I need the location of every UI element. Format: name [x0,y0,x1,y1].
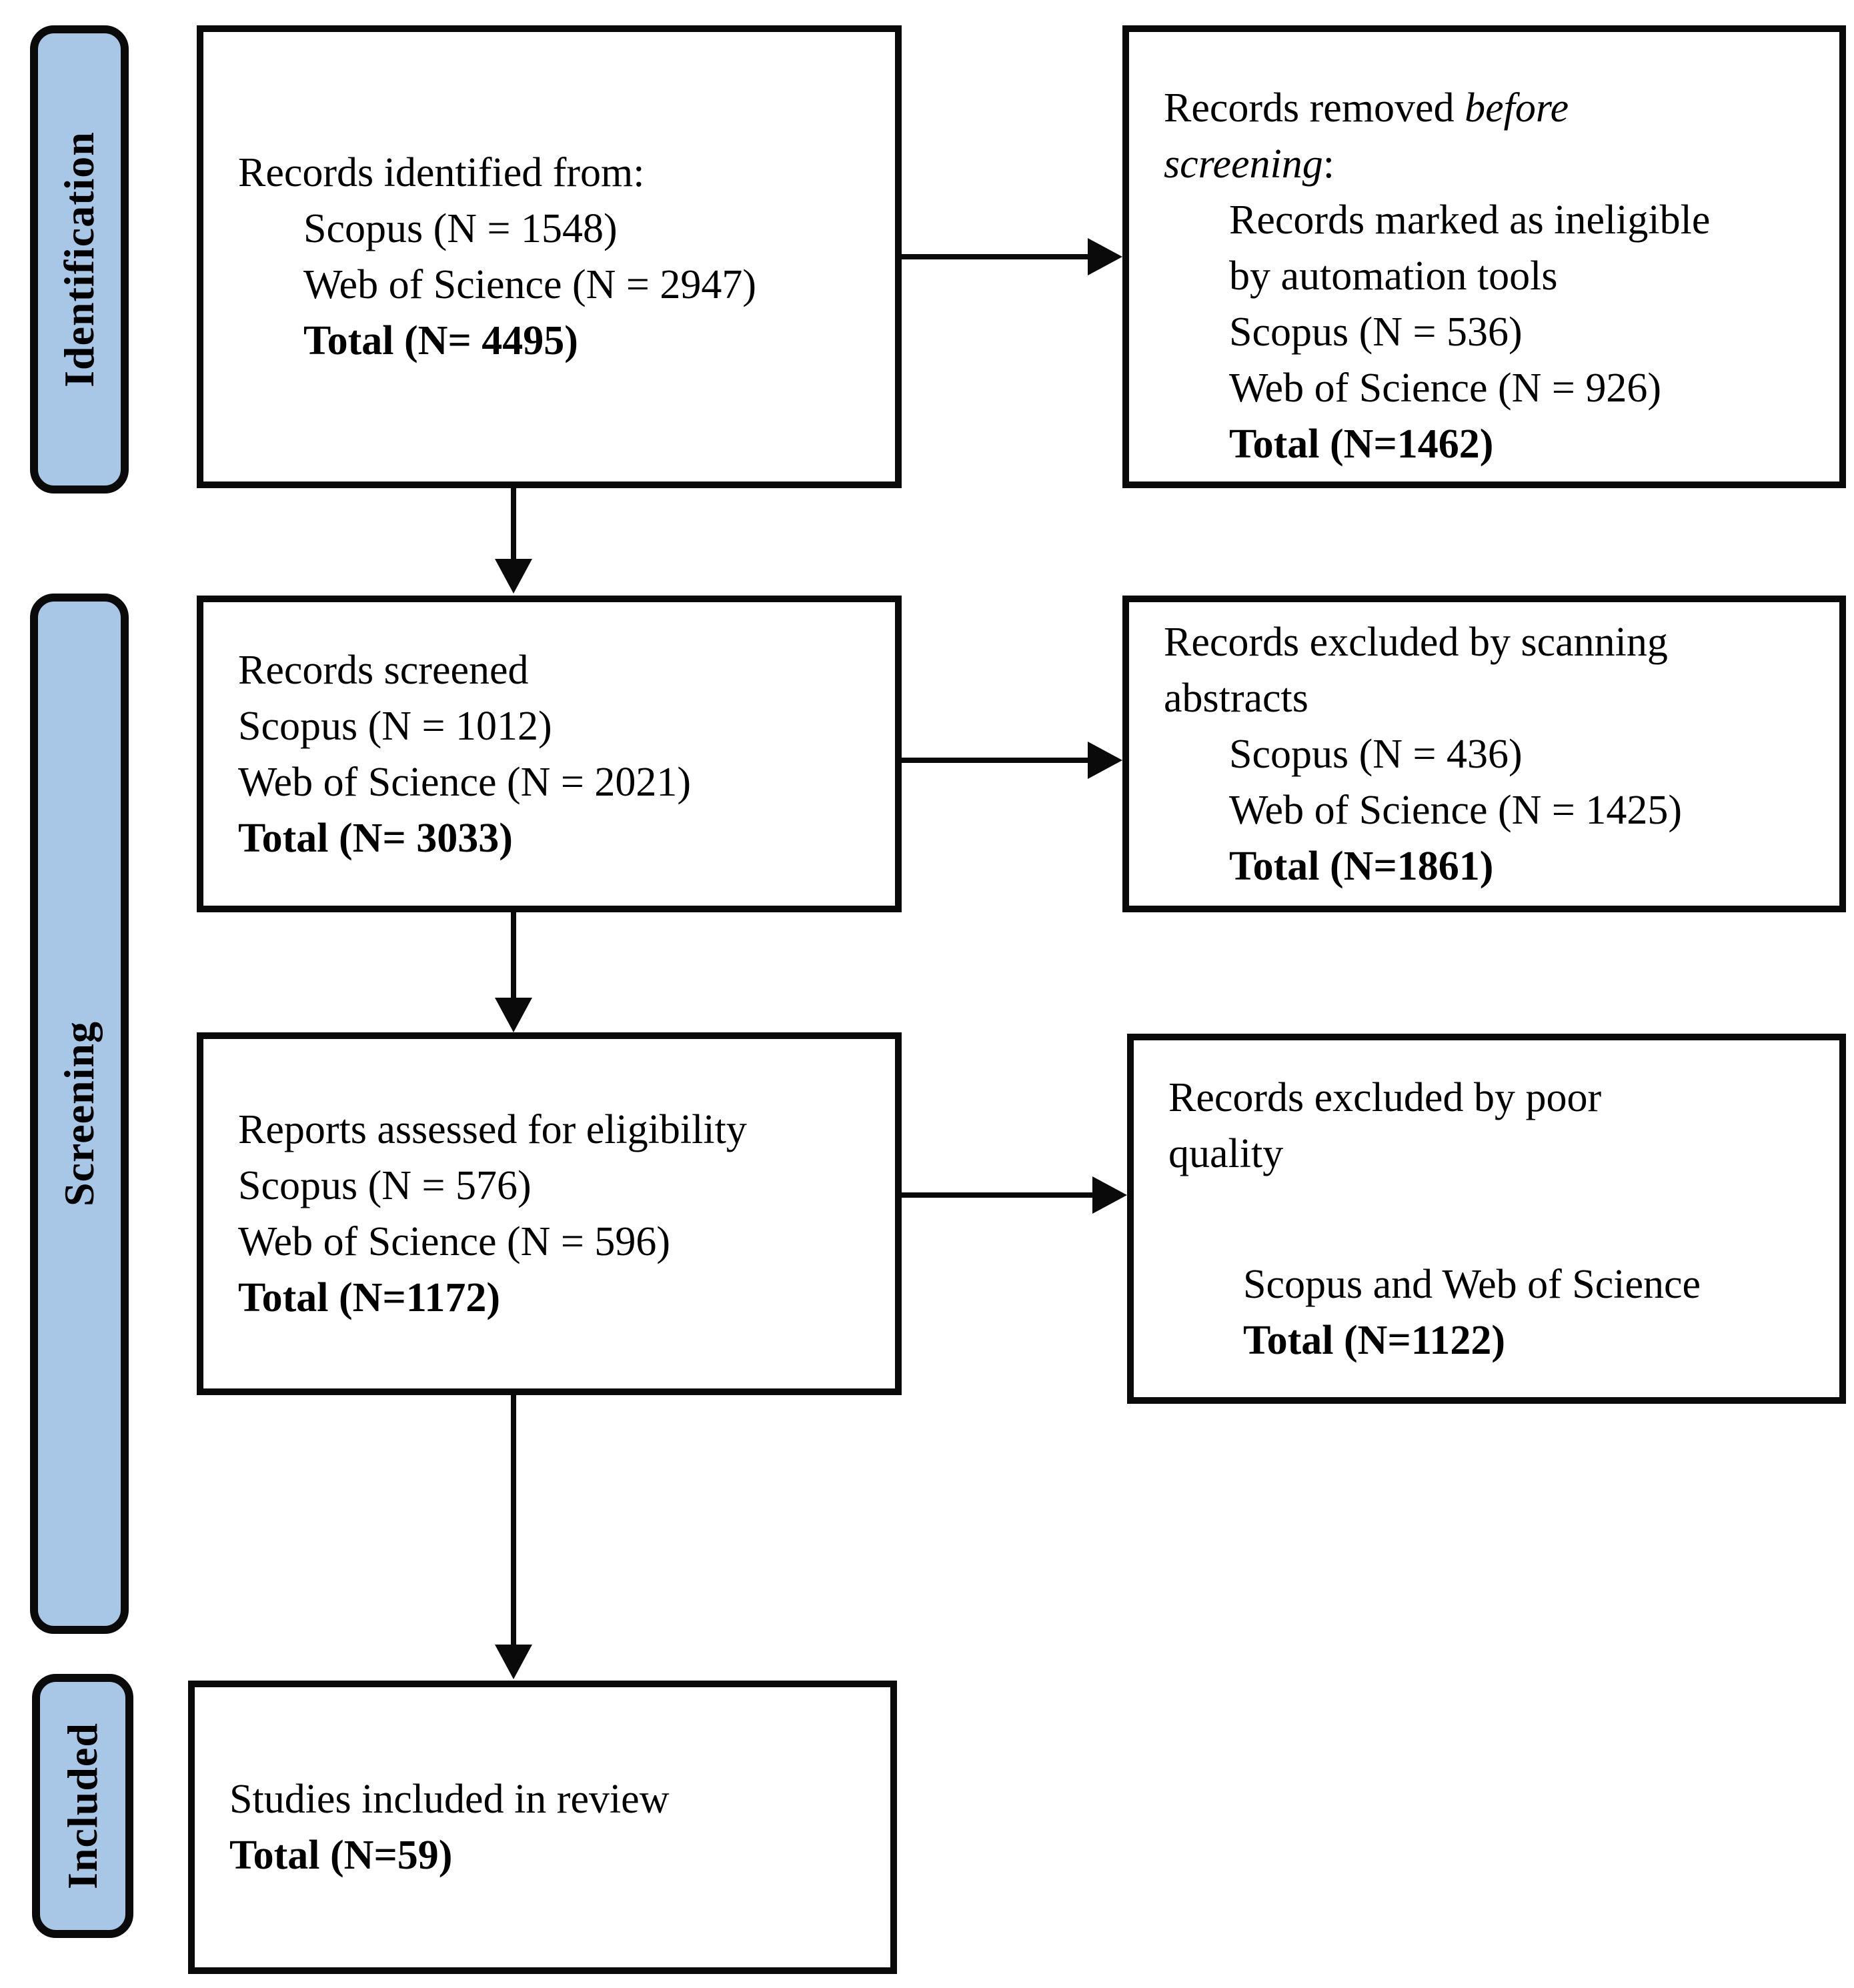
screened-scopus: Scopus (N = 1012) [238,703,552,749]
removed-total: Total (N=1462) [1229,421,1494,467]
arrow-shaft [511,912,516,998]
excluded-quality-total: Total (N=1122) [1243,1317,1506,1363]
removed-wos: Web of Science (N = 926) [1229,365,1662,411]
arrow-head-right-icon [1092,1176,1127,1214]
removed-title-line2: screening: [1164,136,1827,192]
stage-screening-label: Screening [55,1020,103,1207]
excluded-quality-title2: quality [1168,1130,1284,1176]
identified-total: Total (N= 4495) [303,318,578,363]
screened-wos: Web of Science (N = 2021) [238,759,692,805]
stage-identification: Identification [30,25,129,493]
excluded-abstracts-scopus: Scopus (N = 436) [1229,731,1523,777]
arrow-down-identified-to-screened [495,488,532,594]
stage-identification-label: Identification [55,131,103,387]
stage-included: Included [32,1674,133,1938]
box-records-identified: Records identified from: Scopus (N = 154… [197,25,902,488]
removed-scopus: Scopus (N = 536) [1229,309,1523,355]
arrow-right-identified-to-removed [902,238,1122,275]
box-studies-included: Studies included in review Total (N=59) [188,1681,897,1974]
removed-title-colon: : [1322,141,1334,187]
arrow-shaft [511,488,516,559]
included-total: Total (N=59) [229,1833,453,1878]
arrow-head-down-icon [495,559,532,594]
removed-title-italic: before [1465,85,1569,131]
box-excluded-abstracts: Records excluded by scanning abstracts S… [1122,596,1846,912]
identified-wos: Web of Science (N = 2947) [303,262,757,307]
excluded-quality-sources: Scopus and Web of Science [1243,1261,1701,1307]
identified-title: Records identified from: [238,150,645,195]
assessed-wos: Web of Science (N = 596) [238,1219,671,1264]
excluded-abstracts-wos: Web of Science (N = 1425) [1229,787,1683,833]
arrow-right-assessed-to-excluded [902,1176,1127,1214]
excluded-abstracts-title2: abstracts [1164,675,1308,721]
assessed-total: Total (N=1172) [238,1275,501,1320]
arrow-shaft [511,1395,516,1645]
removed-title-italic2: screening [1164,141,1323,187]
arrow-right-screened-to-excluded [902,742,1122,779]
arrow-shaft [902,254,1088,259]
assessed-scopus: Scopus (N = 576) [238,1163,532,1208]
excluded-abstracts-title1: Records excluded by scanning [1164,619,1668,665]
stage-screening: Screening [30,594,129,1634]
removed-reason-line1: Records marked as ineligible [1229,197,1711,243]
arrow-head-right-icon [1088,742,1122,779]
arrow-head-right-icon [1088,238,1122,275]
screened-total: Total (N= 3033) [238,815,513,861]
removed-title-line1: Records removed before [1164,80,1827,136]
included-title: Studies included in review [229,1777,670,1822]
assessed-title: Reports assessed for eligibility [238,1107,747,1152]
excluded-quality-title1: Records excluded by poor [1168,1074,1602,1120]
stage-included-label: Included [59,1723,106,1889]
removed-title-plain: Records removed [1164,85,1465,131]
arrow-head-down-icon [495,1645,532,1679]
box-records-screened: Records screened Scopus (N = 1012) Web o… [197,596,902,912]
arrow-head-down-icon [495,998,532,1032]
box-excluded-quality: Records excluded by poor quality Scopus … [1127,1034,1846,1404]
box-records-removed: Records removed before screening: Record… [1122,25,1846,488]
arrow-down-screened-to-assessed [495,912,532,1032]
arrow-shaft [902,758,1088,763]
screened-title: Records screened [238,647,529,693]
excluded-abstracts-total: Total (N=1861) [1229,843,1494,889]
identified-scopus: Scopus (N = 1548) [303,206,618,251]
box-reports-assessed: Reports assessed for eligibility Scopus … [197,1032,902,1395]
excluded-quality-gap [1168,1182,1827,1256]
removed-reason-line2: by automation tools [1229,253,1558,299]
arrow-down-assessed-to-included [495,1395,532,1679]
arrow-shaft [902,1192,1092,1198]
